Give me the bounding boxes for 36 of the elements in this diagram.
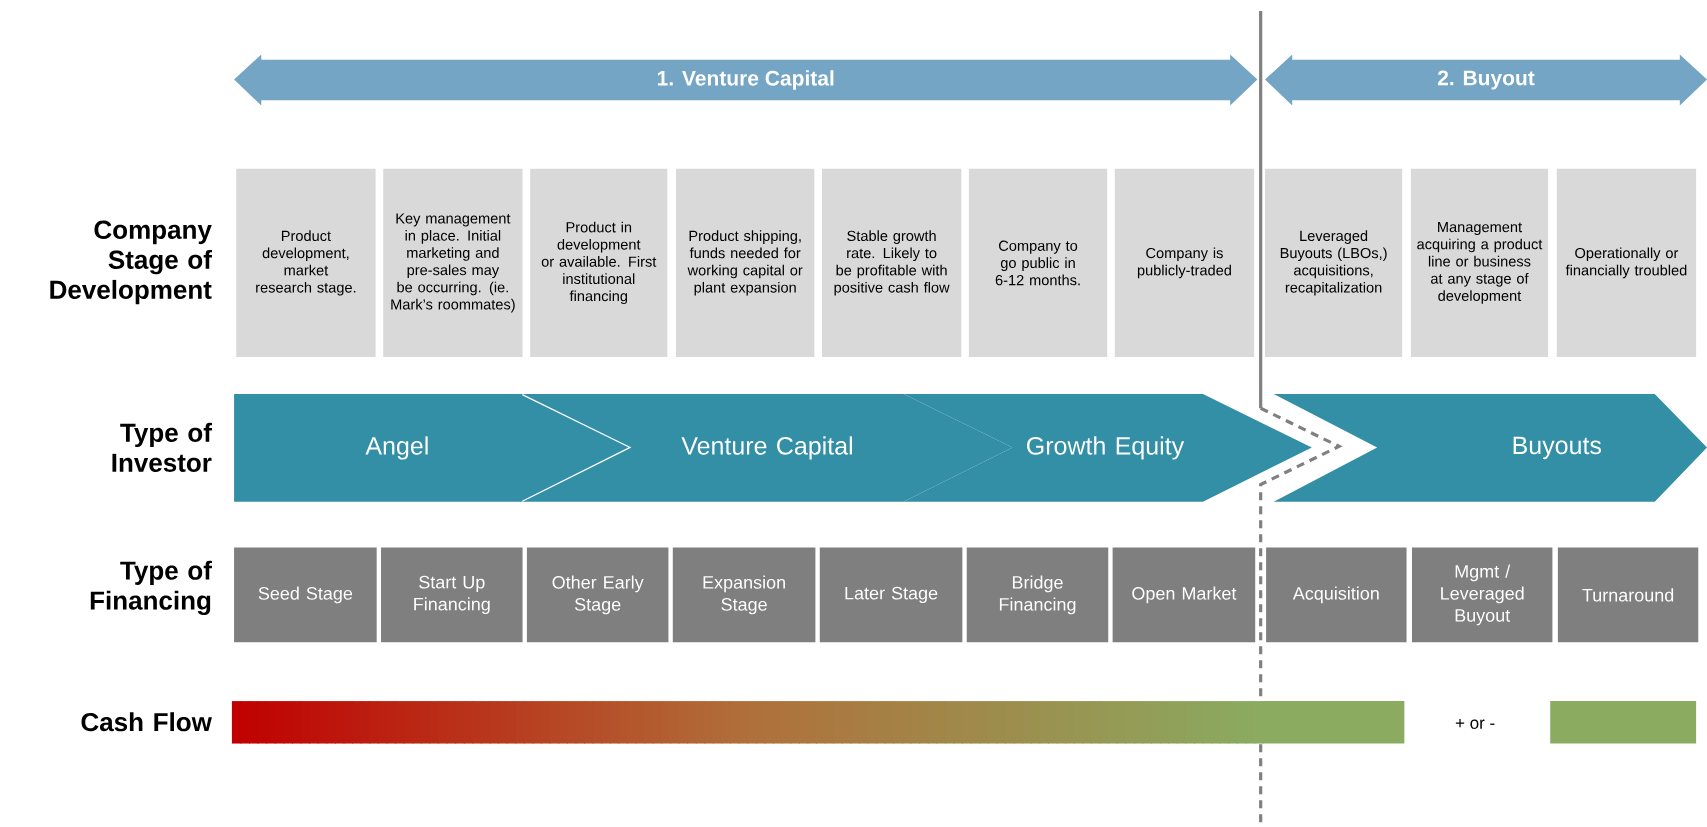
investor-banner: Growth Equity [903, 393, 1312, 502]
stage-box: Stable growth rate. Likely to be profitable with positive cash flow [821, 168, 962, 357]
financing-box: Open Market [1112, 547, 1256, 643]
node-label: Growth Equity [1027, 436, 1185, 460]
stage-box: Company to go public in 6-12 months. [968, 168, 1108, 357]
row-label: Company Stage of Development [50, 220, 212, 304]
stage-box: Product shipping, funds needed for working capital or plant expansion [676, 168, 815, 357]
stage-box: Operationally or financially troubled [1556, 168, 1697, 357]
stage-box: Company is publicly-traded [1114, 168, 1255, 357]
financing-box: Expansion Stage [672, 547, 816, 643]
financing-box: Turnaround [1557, 547, 1699, 643]
investor-banner: Buyouts [1273, 393, 1707, 502]
stage-box: Key management in place. Initial marketing and pre-sales may be occurring. (ie. Mark’s roommates) [383, 168, 523, 357]
phase-banner: 2. Buyout [1265, 54, 1707, 106]
cash-flow-bar [231, 700, 1405, 744]
stage-box: Leveraged Buyouts (LBOs,) acquisitions, recapitalization [1265, 168, 1403, 357]
node-label: Leveraged Buyouts (LBOs,) acquisitions, recapitalization [1280, 230, 1387, 296]
row-label: Type of Investor [112, 422, 212, 472]
stage-box: Management acquiring a product line or business at any stage of development [1410, 168, 1549, 357]
financing-box: Start Up Financing [381, 547, 523, 643]
node-label: Venture Capital [681, 436, 852, 460]
node-label: Angel [365, 436, 428, 460]
sign-label: + or - [1455, 718, 1495, 729]
financing-box: Seed Stage [234, 547, 377, 643]
financing-box: Bridge Financing [966, 547, 1109, 643]
stage-box: Product development, market research stage. [236, 168, 376, 357]
row-label: Cash Flow [81, 712, 212, 732]
phase-banner: 1. Venture Capital [234, 54, 1258, 106]
financing-box: Other Early Stage [526, 547, 669, 643]
investor-banner: Venture Capital [522, 393, 1013, 502]
financing-box: Later Stage [819, 547, 963, 643]
stage-box: Product in development or available. First institutional financing [530, 168, 668, 357]
financing-box: Mgmt / Leveraged Buyout [1412, 547, 1553, 643]
cash-flow-bar [1550, 700, 1697, 744]
financing-box: Acquisition [1266, 547, 1407, 643]
row-label: Type of Financing [90, 560, 212, 615]
